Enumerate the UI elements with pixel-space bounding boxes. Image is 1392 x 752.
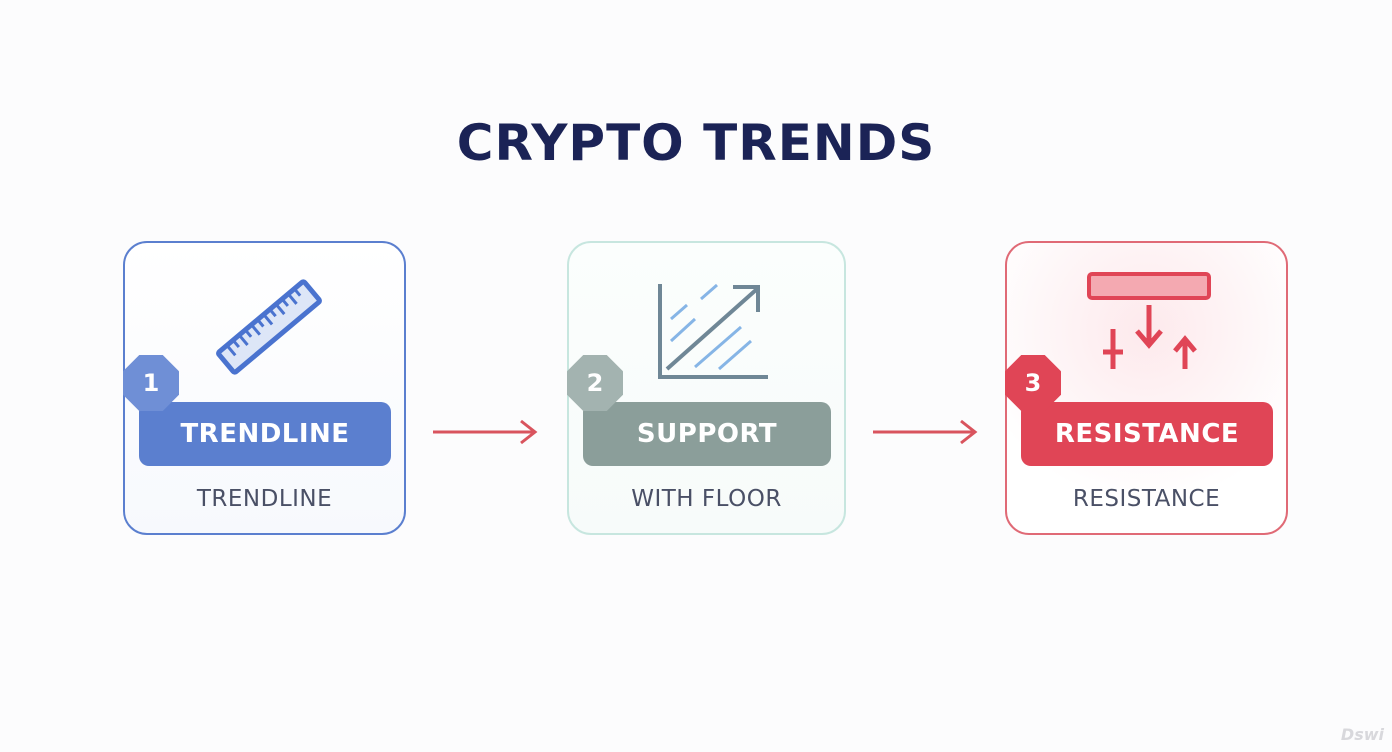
step-label-band: RESISTANCE [1021,402,1273,466]
step-caption: RESISTANCE [1072,486,1221,512]
step-label-band: SUPPORT [583,402,831,466]
watermark-logo: Dswi [1340,725,1384,744]
page-title: CRYPTO TRENDS [456,114,936,172]
step-number-badge: 1 [123,355,179,411]
ruler-icon [209,271,329,387]
step-card-support: SUPPORT 2 WITH FLOOR [567,241,846,535]
right-arrow-icon [433,418,539,450]
resistance-arrows-icon [1085,271,1213,377]
step-caption: TRENDLINE [196,486,333,512]
step-card-trendline: TRENDLINE 1 TRENDLINE [123,241,406,535]
step-label-band: TRENDLINE [139,402,391,466]
step-number-badge: 3 [1005,355,1061,411]
step-number-badge: 2 [567,355,623,411]
trend-chart-icon [655,281,773,385]
step-caption: WITH FLOOR [631,486,782,512]
step-card-resistance: RESISTANCE 3 RESISTANCE [1005,241,1288,535]
right-arrow-icon [873,418,979,450]
